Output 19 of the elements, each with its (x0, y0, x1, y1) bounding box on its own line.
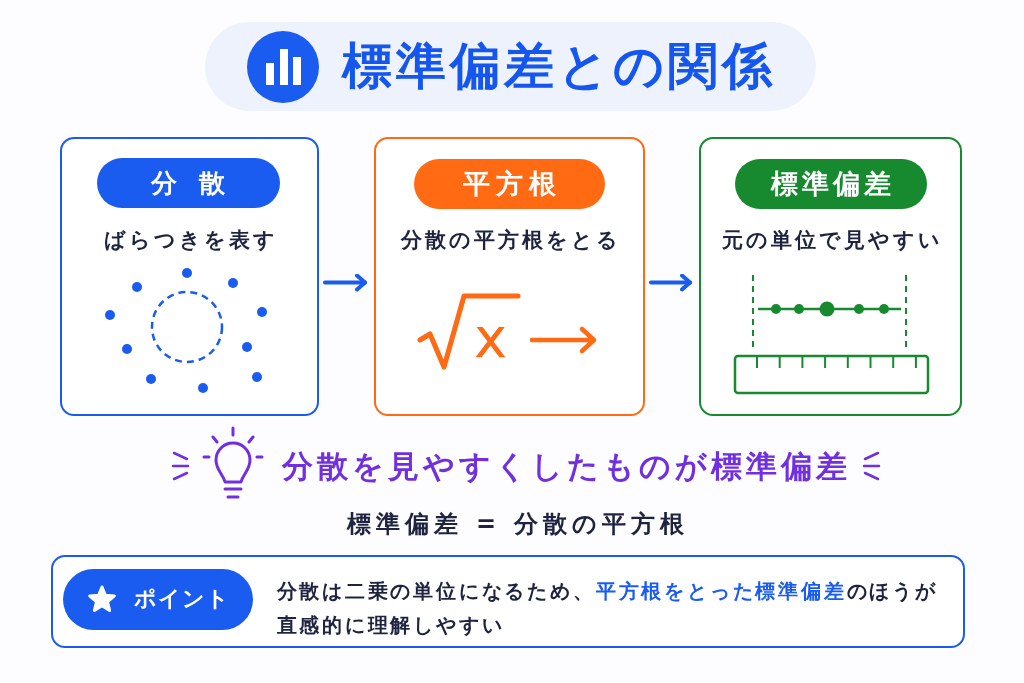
point-pill (62, 568, 253, 630)
caption-text: 分散の平方根をとる (399, 226, 621, 254)
heading-pill: 平方根 (413, 158, 605, 209)
pill-label: ポイント (133, 585, 230, 613)
math-variable: x (474, 310, 508, 366)
arrow (323, 273, 367, 292)
step-box (374, 137, 645, 416)
point-text: 分散は二乗の単位になるため、平方根をとった標準偏差のほうが直感的に理解しやすい (276, 577, 939, 639)
caption-text: ばらつきを表す (103, 226, 278, 254)
heading-pill: 標準偏差 (734, 158, 927, 209)
title-text: 標準偏差との関係 (342, 36, 776, 97)
arrow (649, 273, 692, 292)
equation-text: 標準偏差 = 分散の平方根 (346, 509, 690, 540)
caption-text: 元の単位で見やすい (720, 226, 943, 254)
headline-text: 分散を見やすくしたものが標準偏差 (282, 447, 851, 486)
step-box (699, 137, 962, 416)
heading-pill: 分散 (96, 157, 280, 208)
step-box (60, 137, 319, 416)
point-box (51, 555, 965, 648)
